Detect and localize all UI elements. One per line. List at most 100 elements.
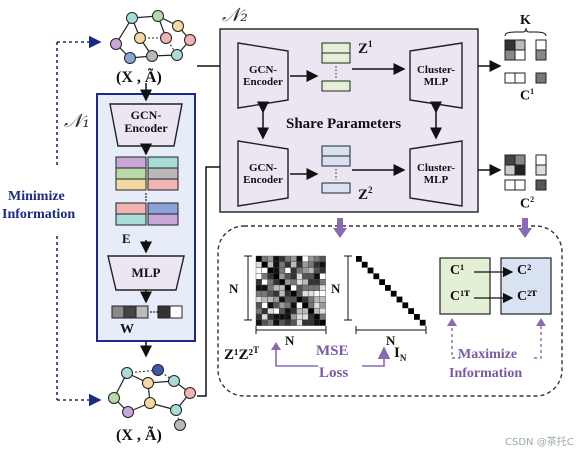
heatmap-cell (261, 273, 268, 280)
heatmap-cell (279, 261, 286, 268)
heatmap-cell (319, 313, 326, 321)
n-bottom2-label: N (386, 333, 396, 348)
heatmap-cell (308, 279, 315, 286)
mse-line1: MSE (316, 343, 349, 359)
heatmap-cell (267, 319, 274, 326)
c1-grid (504, 39, 547, 84)
heatmap-cell (284, 319, 292, 326)
heatmap-cell (296, 255, 303, 263)
heatmap-cell (308, 296, 315, 303)
heatmap-cell (279, 319, 286, 326)
graph-bottom (108, 364, 196, 431)
heatmap-cell (290, 308, 297, 315)
heatmap-cell (267, 308, 274, 315)
maximize-line1: Maximize (458, 347, 518, 362)
heatmap-cell (273, 273, 280, 280)
heatmap-cell (296, 267, 303, 274)
maximize-line2: Information (449, 366, 523, 381)
similarity-heatmap (255, 255, 326, 326)
e-label: E (122, 231, 131, 246)
heatmap-cell (319, 284, 326, 292)
heatmap-cell (296, 290, 303, 297)
heatmap-cell (308, 308, 315, 315)
heatmap-cell (273, 279, 280, 286)
identity-cell (379, 279, 385, 285)
heatmap-cell (302, 308, 309, 315)
in-label: IN (394, 345, 407, 363)
heatmap-cell (284, 279, 292, 286)
heatmap-cell (273, 302, 280, 309)
mat-c2t-label: C²ᵀ (517, 289, 537, 304)
heatmap-cell (273, 267, 280, 274)
c-matrix-green (439, 257, 491, 315)
n-bottom1-label: N (285, 333, 295, 348)
n2-label: 𝒩₂ (222, 4, 248, 26)
c2-grid (504, 154, 547, 191)
mlp-shape (107, 255, 185, 291)
heatmap-cell (284, 302, 292, 309)
heatmap-cell (267, 267, 274, 274)
z1-label: Z1 (358, 39, 373, 57)
heatmap-cell (319, 279, 326, 286)
heatmap-cell (302, 302, 309, 309)
heatmap-cell (319, 302, 326, 309)
identity-cell (402, 302, 409, 309)
n-right-label: N (331, 281, 341, 296)
graph-top (110, 10, 196, 64)
heatmap-cell (255, 296, 263, 303)
heatmap-cell (290, 273, 297, 280)
heatmap-cell (308, 255, 315, 263)
heatmap-cell (296, 284, 303, 292)
n1-label: 𝒩₁ (64, 110, 90, 132)
identity-cell (408, 308, 414, 314)
identity-cell (367, 267, 374, 274)
heatmap-cell (255, 267, 263, 274)
heatmap-cell (296, 273, 303, 280)
heatmap-cell (308, 290, 315, 297)
heatmap-cell (313, 319, 321, 326)
heatmap-cell (308, 261, 315, 268)
heatmap-cell (279, 267, 286, 274)
identity-cell (361, 261, 368, 268)
heatmap-cell (255, 290, 263, 297)
heatmap-cell (255, 284, 263, 292)
heatmap-cell (302, 273, 309, 280)
heatmap-cell (261, 267, 268, 274)
heatmap-cell (284, 313, 292, 321)
heatmap-cell (284, 296, 292, 303)
z2-label: Z2 (358, 185, 373, 203)
heatmap-cell (313, 290, 321, 297)
identity-matrix (356, 256, 426, 326)
gcn-encoder-left-shape (109, 103, 183, 147)
heatmap-cell (319, 308, 326, 315)
heatmap-cell (296, 313, 303, 321)
heatmap-cell (284, 261, 292, 268)
heatmap-cell (279, 273, 286, 280)
heatmap-cell (302, 319, 309, 326)
heatmap-cell (273, 261, 280, 268)
heatmap-cell (319, 319, 326, 326)
heatmap-cell (273, 296, 280, 303)
e-matrix (115, 156, 179, 226)
purple-down-arrows (333, 218, 532, 238)
heatmap-cell (279, 308, 286, 315)
gcn-encoder-top-label: GCN- Encoder (243, 64, 283, 89)
heatmap-cell (313, 284, 321, 292)
heatmap-cell (261, 284, 268, 292)
n-left-label: N (229, 281, 239, 296)
heatmap-cell (302, 267, 309, 274)
heatmap-cell (284, 255, 292, 263)
w-vector (111, 305, 183, 319)
heatmap-cell (267, 302, 274, 309)
heatmap-cell (290, 255, 297, 263)
heatmap-cell (255, 319, 263, 326)
heatmap-cell (290, 261, 297, 268)
heatmap-cell (302, 261, 309, 268)
heatmap-cell (290, 319, 297, 326)
heatmap-cell (267, 284, 274, 292)
heatmap-cell (313, 302, 321, 309)
heatmap-cell (279, 284, 286, 292)
heatmap-cell (284, 290, 292, 297)
mat-c1-label: C¹ (450, 263, 465, 278)
